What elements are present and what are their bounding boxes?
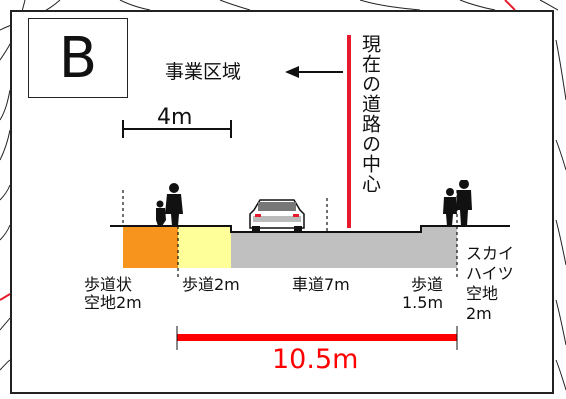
walkway-space-segment	[123, 226, 178, 268]
project-area-label: 事業区域	[165, 61, 242, 83]
total-width-bar	[176, 326, 458, 350]
scale-label: 4m	[157, 105, 193, 130]
road-cross-section	[110, 180, 510, 280]
road-center-label: 現在の道路の中心	[359, 34, 381, 194]
sidewalk-left-segment	[178, 226, 231, 268]
roadway-segment	[231, 232, 421, 268]
section-letter: B	[58, 25, 98, 91]
scale-bar	[122, 120, 232, 138]
road-center-line	[347, 35, 351, 228]
segment-label-walkway-space: 歩道状 空地2m	[84, 275, 142, 312]
car-icon	[249, 199, 305, 232]
total-width-label: 10.5m	[272, 344, 359, 375]
pedestrian-icon	[156, 183, 183, 226]
pedestrian-pair-icon	[443, 180, 472, 226]
segment-label-sidewalk-left: 歩道2m	[182, 275, 240, 294]
section-letter-box: B	[28, 18, 128, 98]
segment-label-roadway: 車道7m	[292, 275, 350, 294]
sidewalk-right-segment	[421, 226, 457, 268]
segment-label-sidewalk-right: 歩道 1.5m	[402, 275, 444, 312]
segment-label-sky-heights-space: スカイ ハイツ 空地 2m	[466, 244, 515, 323]
left-arrow-icon	[285, 66, 343, 78]
